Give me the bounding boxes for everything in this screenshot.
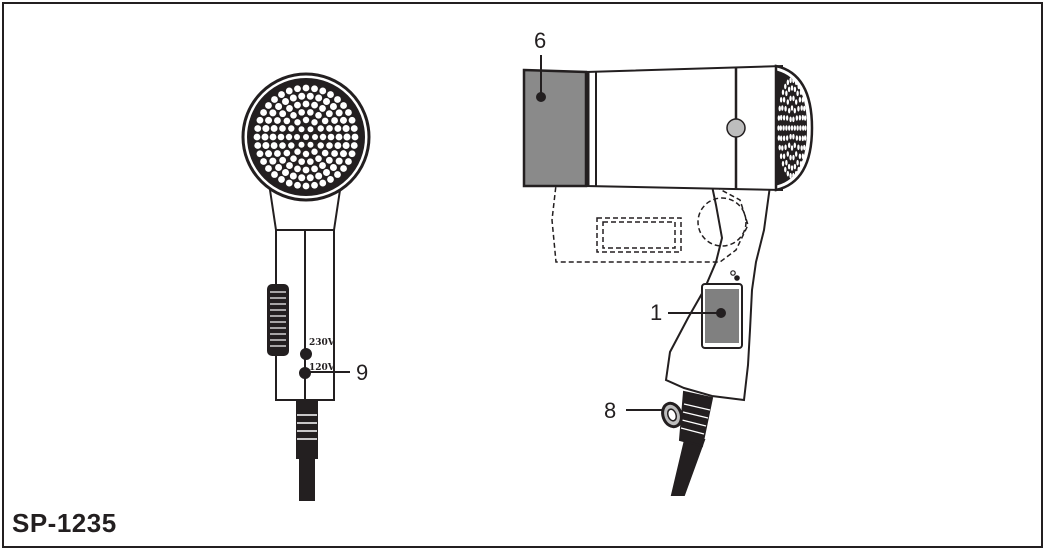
side-air-holes — [777, 77, 807, 179]
front-view — [241, 72, 371, 501]
callout-1: 1 — [650, 300, 662, 325]
side-strain-relief — [678, 390, 714, 448]
folded-handle-outline — [551, 184, 749, 263]
front-cord — [299, 454, 315, 501]
front-slider — [267, 284, 289, 356]
voltage-screw-high — [300, 348, 312, 360]
voltage-label-low: 120V — [309, 363, 336, 373]
front-air-holes — [253, 84, 359, 190]
hanging-loop — [661, 401, 683, 429]
callout-6: 6 — [534, 28, 546, 53]
callout-8: 8 — [604, 398, 616, 423]
model-number: SP-1235 — [12, 508, 117, 538]
side-cord — [670, 439, 706, 496]
side-barrel — [585, 64, 783, 192]
callout-9: 9 — [356, 360, 368, 385]
voltage-label-high: 230V — [309, 338, 336, 348]
front-strain-relief — [296, 401, 318, 459]
switch-symbols — [730, 270, 740, 281]
side-view — [522, 55, 814, 496]
side-nozzle — [522, 68, 588, 188]
side-button — [726, 118, 746, 138]
